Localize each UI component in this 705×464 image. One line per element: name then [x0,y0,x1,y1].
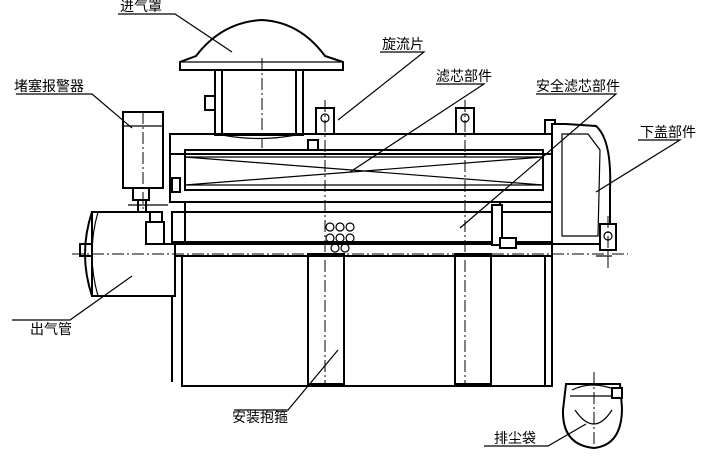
label-safety-filter: 安全滤芯部件 [536,78,620,95]
label-swirl-vane: 旋流片 [382,37,424,53]
label-intake-hood: 进气罩 [120,0,162,15]
intake-hood [179,18,344,140]
label-dust-bag: 排尘袋 [494,431,536,447]
lower-cover [551,123,617,257]
clog-alarm [122,111,168,213]
label-lower-cover: 下盖部件 [640,125,696,141]
dust-bag [561,383,624,450]
label-mounting-clamp: 安装抱箍 [232,409,288,426]
label-clog-alarm: 堵塞报警器 [14,78,84,95]
leader-lines [12,13,683,447]
mounting-clamps [307,253,492,385]
main-body [79,201,553,387]
labels: 进气罩 旋流片 滤芯部件 安全滤芯部件 堵塞报警器 下盖部件 出气管 安装抱箍 … [14,0,696,447]
centre-lines [72,58,628,452]
label-filter-element: 滤芯部件 [436,69,492,85]
label-outlet-pipe: 出气管 [30,322,72,338]
